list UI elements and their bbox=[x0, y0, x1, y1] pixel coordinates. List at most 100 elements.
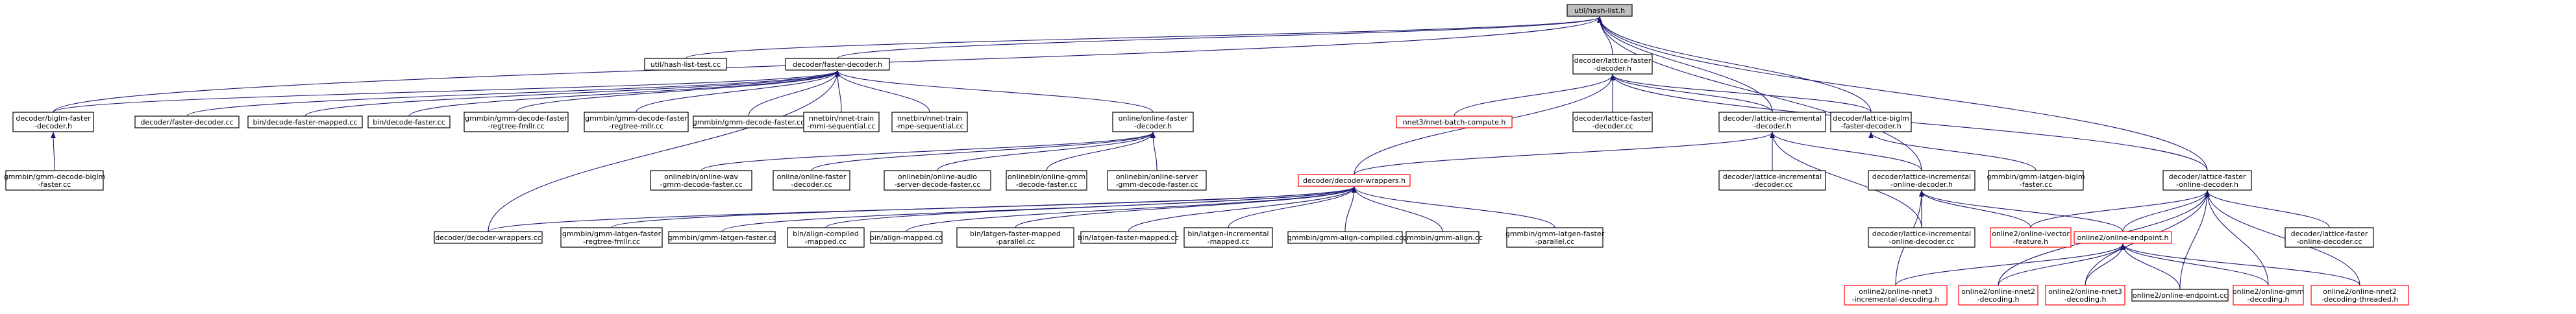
node-label: online2/online-endpoint.h bbox=[2077, 234, 2168, 242]
node-gmm-decode-faster-regtree-fmllr[interactable]: gmmbin/gmm-decode-faster-regtree-fmllr.c… bbox=[464, 112, 569, 132]
node-online-nnet3-incremental[interactable]: online2/online-nnet3-incremental-decodin… bbox=[1844, 285, 1948, 306]
node-hash-list: util/hash-list.h bbox=[1567, 4, 1633, 17]
node-nnet-batch-compute[interactable]: nnet3/nnet-batch-compute.h bbox=[1396, 115, 1513, 128]
node-decode-faster[interactable]: bin/decode-faster.cc bbox=[367, 115, 451, 128]
node-latgen-faster-mapped[interactable]: bin/latgen-faster-mapped.cc bbox=[1078, 231, 1179, 244]
edge-gmm-decode-faster-to-faster-decoder-h bbox=[748, 70, 840, 117]
node-label: -decoder.cc bbox=[1752, 180, 1792, 189]
node-lattice-faster-online-decoder-cc[interactable]: decoder/lattice-faster-online-decoder.cc bbox=[2285, 227, 2374, 248]
node-lattice-incremental-online-decoder-h[interactable]: decoder/lattice-incremental-online-decod… bbox=[1868, 170, 1975, 191]
node-online-wav-gmm-decode-faster[interactable]: onlinebin/online-wav-gmm-decode-faster.c… bbox=[650, 170, 752, 191]
edge-align-compiled-mapped-to-decoder-wrappers-h bbox=[825, 186, 1357, 228]
node-biglm-faster-decoder-h[interactable]: decoder/biglm-faster-decoder.h bbox=[12, 112, 94, 132]
node-label: decoder/lattice-incremental bbox=[1872, 230, 1971, 238]
node-online-gmm-decoding[interactable]: online2/online-gmm-decoding.h bbox=[2233, 285, 2304, 306]
node-hash-list-test[interactable]: util/hash-list-test.cc bbox=[644, 58, 727, 71]
node-faster-decoder-cc[interactable]: decoder/faster-decoder.cc bbox=[134, 115, 240, 128]
node-label: online2/online-gmm bbox=[2233, 287, 2304, 296]
node-label: bin/align-compiled bbox=[793, 230, 859, 238]
node-box bbox=[1287, 231, 1403, 244]
node-nnet-train-mpe[interactable]: nnetbin/nnet-train-mpe-sequential.cc bbox=[891, 112, 968, 132]
node-gmm-align[interactable]: gmmbin/gmm-align.cc bbox=[1402, 231, 1483, 244]
edge-online-server-gmm-to-online-faster-decoder-h bbox=[1150, 132, 1158, 171]
node-box bbox=[1718, 112, 1826, 132]
node-online-nnet2-threaded[interactable]: online2/online-nnet2-decoding-threaded.h bbox=[2310, 285, 2409, 306]
edge-latgen-faster-mapped-to-decoder-wrappers-h bbox=[1128, 186, 1357, 232]
edge-online-wav-gmm-decode-faster-to-online-faster-decoder-h bbox=[700, 132, 1156, 171]
node-gmm-decode-faster[interactable]: gmmbin/gmm-decode-faster.cc bbox=[693, 115, 804, 128]
node-label: gmmbin/gmm-decode-faster bbox=[465, 114, 567, 123]
edge-lattice-incremental-decoder-h-to-hash-list bbox=[1597, 16, 1773, 113]
node-online-endpoint-cc[interactable]: online2/online-endpoint.cc bbox=[2131, 289, 2229, 302]
node-gmm-decode-faster-regtree-mllr[interactable]: gmmbin/gmm-decode-faster-regtree-mllr.cc bbox=[584, 112, 689, 132]
node-box bbox=[1572, 54, 1653, 75]
node-online-nnet2-decoding[interactable]: online2/online-nnet2-decoding.h bbox=[1958, 285, 2038, 306]
node-box bbox=[1298, 174, 1411, 187]
node-box bbox=[884, 170, 991, 191]
node-online-server-gmm[interactable]: onlinebin/online-server-gmm-decode-faste… bbox=[1107, 170, 1207, 191]
edge-lattice-faster-online-decoder-cc-to-lattice-faster-online-decoder-h bbox=[2205, 190, 2330, 228]
node-box bbox=[12, 112, 94, 132]
node-label: bin/latgen-incremental bbox=[1187, 230, 1269, 238]
node-online-ivector-feature[interactable]: online2/online-ivector-feature.h bbox=[1990, 227, 2072, 248]
node-label: -mapped.cc bbox=[805, 237, 847, 246]
edge-biglm-faster-decoder-h-to-faster-decoder-h bbox=[53, 70, 840, 113]
edge-lattice-incremental-decoder-h-to-lattice-faster-decoder-h bbox=[1610, 74, 1773, 113]
edge-online-nnet2-threaded-to-lattice-faster-online-decoder-h bbox=[2205, 190, 2360, 286]
edge-latgen-faster-mapped-parallel-to-decoder-wrappers-h bbox=[1015, 186, 1357, 228]
node-lattice-biglm-faster-decoder-h[interactable]: decoder/lattice-biglm-faster-decoder.h bbox=[1830, 112, 1912, 132]
node-gmm-align-compiled[interactable]: gmmbin/gmm-align-compiled.cc bbox=[1287, 231, 1403, 244]
node-label: gmmbin/gmm-decode-biglm bbox=[4, 173, 106, 181]
node-nnet-train-mmi[interactable]: nnetbin/nnet-train-mmi-sequential.cc bbox=[803, 112, 880, 132]
node-online-gmm-decode-faster[interactable]: onlinebin/online-gmm-decode-faster.cc bbox=[1006, 170, 1087, 191]
node-lattice-faster-decoder-cc[interactable]: decoder/lattice-faster-decoder.cc bbox=[1572, 112, 1653, 132]
edge-online-gmm-decode-faster-to-online-faster-decoder-h bbox=[1046, 132, 1156, 171]
node-label: -mmi-sequential.cc bbox=[807, 122, 875, 130]
edge-nnet-batch-compute-to-lattice-faster-decoder-h bbox=[1454, 74, 1615, 117]
node-box bbox=[1718, 170, 1826, 191]
node-gmm-latgen-faster-parallel[interactable]: gmmbin/gmm-latgen-faster-parallel.cc bbox=[1505, 227, 1605, 248]
node-box bbox=[956, 227, 1074, 248]
node-gmm-latgen-faster-regtree-fmllr[interactable]: gmmbin/gmm-latgen-faster-regtree-fmllr.c… bbox=[560, 227, 663, 248]
edge-lattice-faster-online-decoder-h-to-hash-list bbox=[1597, 16, 2208, 171]
node-box bbox=[2131, 289, 2229, 302]
node-online-endpoint-h[interactable]: online2/online-endpoint.h bbox=[2074, 231, 2172, 244]
node-gmm-latgen-faster[interactable]: gmmbin/gmm-latgen-faster.cc bbox=[668, 231, 776, 244]
node-box bbox=[2310, 285, 2409, 306]
node-decoder-wrappers-cc[interactable]: decoder/decoder-wrappers.cc bbox=[434, 231, 543, 244]
node-lattice-incremental-decoder-cc[interactable]: decoder/lattice-incremental-decoder.cc bbox=[1718, 170, 1826, 191]
node-label: -decoding.h bbox=[1977, 295, 2020, 304]
node-label: onlinebin/online-wav bbox=[664, 173, 739, 181]
node-lattice-faster-decoder-h[interactable]: decoder/lattice-faster-decoder.h bbox=[1572, 54, 1653, 75]
edge-faster-decoder-cc-to-faster-decoder-h bbox=[186, 70, 840, 117]
node-gmm-latgen-biglm-faster[interactable]: gmmbin/gmm-latgen-biglm-faster.cc bbox=[1987, 170, 2085, 191]
node-gmm-decode-biglm-faster[interactable]: gmmbin/gmm-decode-biglm-faster.cc bbox=[4, 170, 106, 191]
edge-online-nnet2-decoding-to-online-endpoint-h bbox=[1998, 243, 2125, 286]
edge-decoder-wrappers-cc-to-faster-decoder-h bbox=[488, 70, 840, 232]
node-align-mapped[interactable]: bin/align-mapped.cc bbox=[870, 231, 943, 244]
node-latgen-incremental-mapped[interactable]: bin/latgen-incremental-mapped.cc bbox=[1183, 227, 1273, 248]
edge-online-faster-decoder-cc-to-online-faster-decoder-h bbox=[811, 132, 1156, 171]
node-decoder-wrappers-h[interactable]: decoder/decoder-wrappers.h bbox=[1298, 174, 1411, 187]
node-online-nnet3-decoding[interactable]: online2/online-nnet3-decoding.h bbox=[2045, 285, 2125, 306]
node-online-faster-decoder-h[interactable]: online/online-faster-decoder.h bbox=[1112, 112, 1194, 132]
edge-gmm-align-to-decoder-wrappers-h bbox=[1352, 186, 1443, 232]
node-box bbox=[560, 227, 663, 248]
node-box bbox=[785, 58, 890, 71]
node-align-compiled-mapped[interactable]: bin/align-compiled-mapped.cc bbox=[787, 227, 865, 248]
node-lattice-incremental-online-decoder-cc[interactable]: decoder/lattice-incremental-online-decod… bbox=[1868, 227, 1975, 248]
node-faster-decoder-h[interactable]: decoder/faster-decoder.h bbox=[785, 58, 890, 71]
node-online-faster-decoder-cc[interactable]: online/online-faster-decoder.cc bbox=[773, 170, 850, 191]
node-latgen-faster-mapped-parallel[interactable]: bin/latgen-faster-mapped-parallel.cc bbox=[956, 227, 1074, 248]
node-decode-faster-mapped[interactable]: bin/decode-faster-mapped.cc bbox=[247, 115, 363, 128]
node-lattice-incremental-decoder-h[interactable]: decoder/lattice-incremental-decoder.h bbox=[1718, 112, 1826, 132]
edge-gmm-latgen-faster-parallel-to-decoder-wrappers-h bbox=[1352, 186, 1555, 228]
edge-lattice-biglm-faster-decoder-h-to-hash-list bbox=[1597, 16, 1872, 113]
node-box bbox=[1107, 170, 1207, 191]
node-online-audio-server[interactable]: onlinebin/online-audio-server-decode-fas… bbox=[884, 170, 991, 191]
edge-decode-faster-to-faster-decoder-h bbox=[408, 70, 840, 117]
edge-align-mapped-to-decoder-wrappers-h bbox=[906, 186, 1357, 232]
node-label: gmmbin/gmm-latgen-faster.cc bbox=[668, 234, 776, 242]
node-label: -decoder.cc bbox=[1592, 122, 1633, 130]
node-lattice-faster-online-decoder-h[interactable]: decoder/lattice-faster-online-decoder.h bbox=[2162, 170, 2252, 191]
